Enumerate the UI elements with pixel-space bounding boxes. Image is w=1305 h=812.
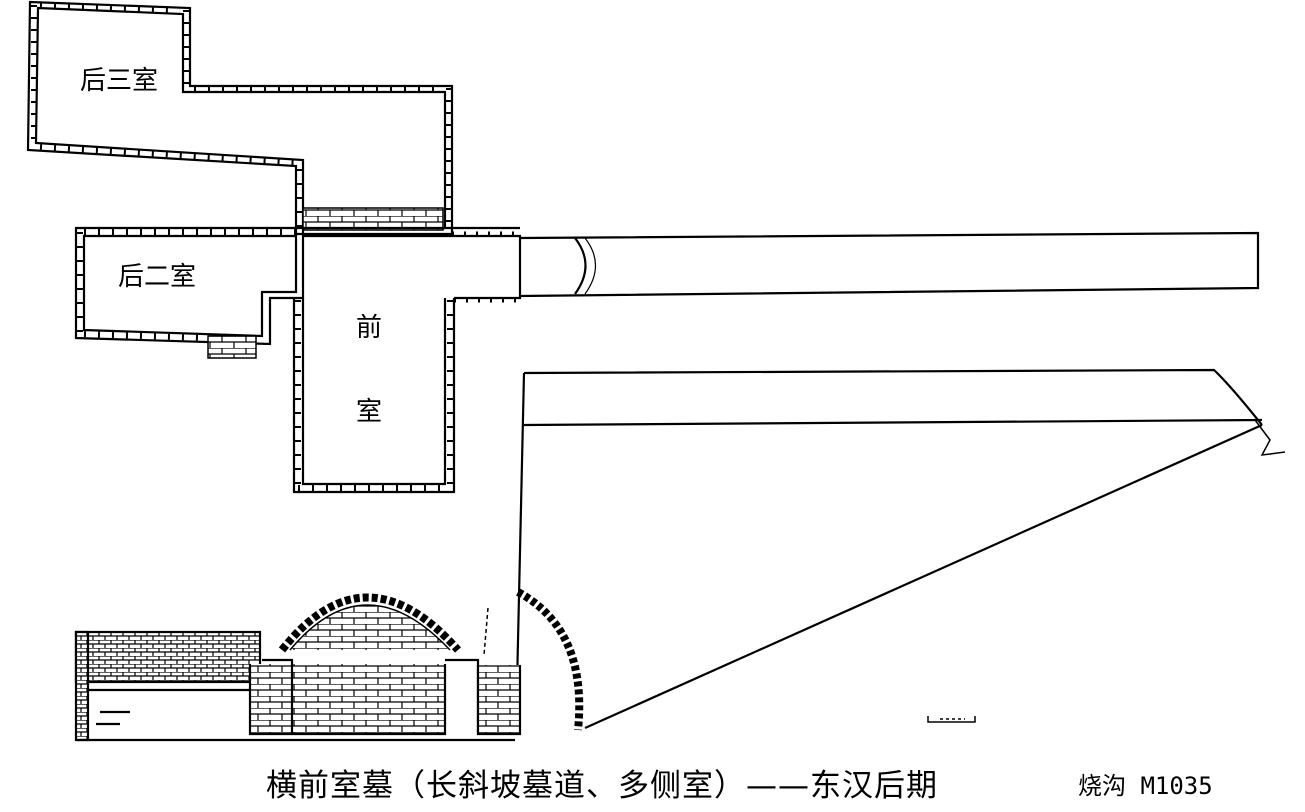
scale-bar: [927, 716, 976, 723]
section-view: [74, 368, 1286, 742]
rear-chamber-section: [74, 630, 515, 742]
rear-chamber-3-walls: [26, 0, 454, 236]
rear-chamber-2-label: 后二室: [118, 262, 197, 292]
front-chamber-vault-section: [248, 593, 480, 736]
rear-chamber-2-walls: [74, 226, 305, 359]
site-code: 烧沟 M1035: [1078, 772, 1213, 800]
ramp-section-lines: [514, 368, 1286, 731]
rear-chamber-3-label: 后三室: [80, 66, 159, 96]
entrance-vault-section: [476, 588, 584, 736]
plan-view: [26, 0, 1260, 494]
front-chamber-walls: [292, 226, 524, 494]
front-chamber-label-char1: 前: [355, 313, 382, 343]
ramp-passage-plan: [519, 231, 1260, 298]
front-chamber-label-char2: 室: [355, 397, 382, 427]
figure-caption: 横前室墓（长斜坡墓道、多侧室）——东汉后期: [266, 768, 938, 804]
